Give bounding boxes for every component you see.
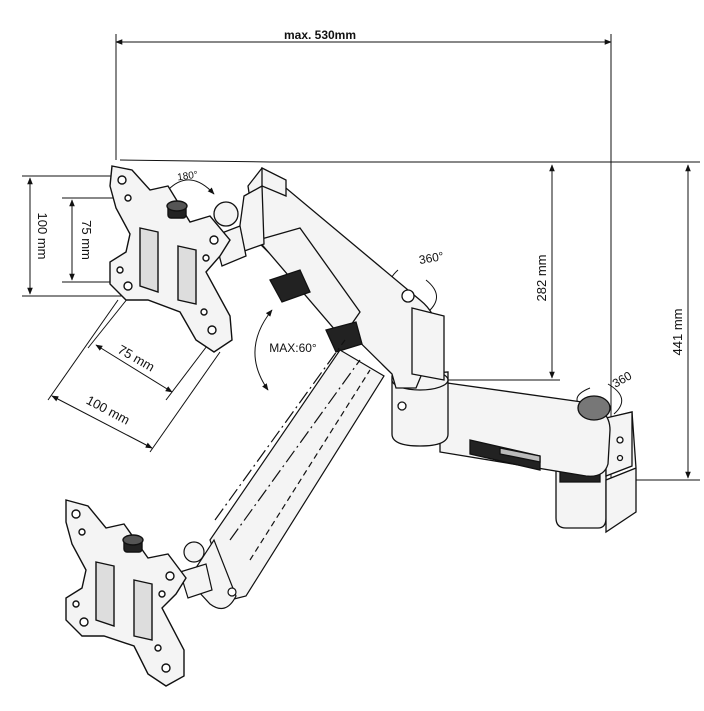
upper-arm-raised xyxy=(213,166,445,389)
tilt-range-label: MAX:60° xyxy=(269,341,317,355)
lower-arm xyxy=(391,369,611,477)
vesa-plate-lower xyxy=(65,499,187,687)
vesa-outer-diagonal-label: 100 mm xyxy=(84,392,133,427)
max-reach-label: max. 530mm xyxy=(284,28,356,42)
height-upper-label: 282 mm xyxy=(534,255,549,302)
head-tilt-angle: 180° xyxy=(177,170,199,184)
vesa-inner-vertical-label: 75 mm xyxy=(79,220,94,260)
vesa-outer-vertical-label: 100 mm xyxy=(35,213,50,260)
arm-rotation-angle: 360° xyxy=(418,249,445,267)
vesa-plate-upper xyxy=(109,165,233,353)
height-total-label: 441 mm xyxy=(670,309,685,356)
lower-position-ghost xyxy=(179,339,385,610)
